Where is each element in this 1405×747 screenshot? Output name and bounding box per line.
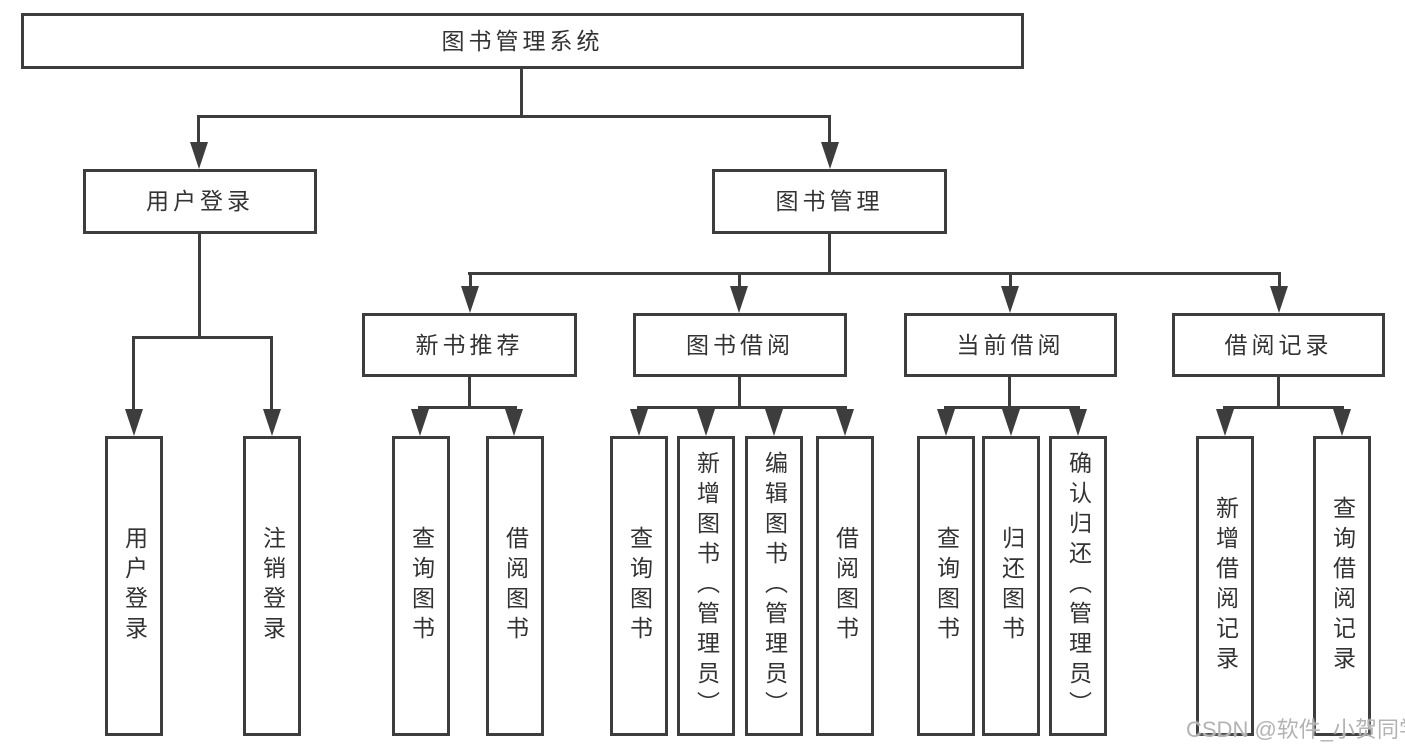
node-label: 用户登录 bbox=[146, 188, 254, 214]
connector-current-bus bbox=[944, 406, 1080, 409]
connector-level2-bus bbox=[197, 115, 831, 118]
node-label: 新增借阅记录 bbox=[1212, 496, 1239, 676]
connector-to-recommend bbox=[469, 272, 472, 288]
node-login: 用户登录 bbox=[105, 436, 163, 736]
csdn-watermark: CSDN @软件_小贺同学 bbox=[1186, 717, 1405, 742]
connector-to-logout-leaf bbox=[270, 336, 273, 410]
arrowhead-icon bbox=[411, 409, 429, 436]
node-label: 图书管理 bbox=[775, 188, 884, 214]
node-records-add-record: 新增借阅记录 bbox=[1196, 436, 1254, 736]
node-root-library-system: 图书管理系统 bbox=[21, 13, 1024, 69]
connector-to-current bbox=[1009, 272, 1012, 288]
arrowhead-icon bbox=[1001, 286, 1019, 313]
node-recommend-borrow-books: 借阅图书 bbox=[486, 436, 544, 736]
arrowhead-icon bbox=[937, 409, 955, 436]
node-borrow-query-books: 查询图书 bbox=[610, 436, 668, 736]
node-label: 注销登录 bbox=[259, 526, 286, 646]
node-book-management-branch: 图书管理 bbox=[712, 169, 947, 234]
connector-user-login-stem bbox=[198, 234, 201, 338]
node-label: 查询图书 bbox=[408, 526, 435, 646]
arrowhead-icon bbox=[630, 409, 648, 436]
connector-to-login-leaf bbox=[132, 336, 135, 410]
node-label: 查询图书 bbox=[933, 526, 960, 646]
arrowhead-icon bbox=[125, 409, 143, 436]
node-label: 归还图书 bbox=[998, 526, 1025, 646]
node-borrow-borrow-books: 借阅图书 bbox=[816, 436, 874, 736]
arrowhead-icon bbox=[1002, 409, 1020, 436]
node-current-query-books: 查询图书 bbox=[917, 436, 975, 736]
node-label: 编辑图书（管理员） bbox=[761, 451, 788, 721]
arrowhead-icon bbox=[461, 286, 479, 313]
node-label: 确认归还（管理员） bbox=[1065, 451, 1092, 721]
node-label: 当前借阅 bbox=[956, 331, 1065, 358]
arrowhead-icon bbox=[765, 409, 783, 436]
arrowhead-icon bbox=[505, 409, 523, 436]
node-label: 新增图书（管理员） bbox=[693, 451, 720, 721]
connector-level3-bus bbox=[468, 272, 1281, 275]
node-logout: 注销登录 bbox=[243, 436, 301, 736]
node-label: 查询借阅记录 bbox=[1329, 496, 1356, 676]
connector-root-stem bbox=[520, 68, 523, 117]
arrowhead-icon bbox=[821, 142, 839, 169]
connector-current-stem bbox=[1008, 377, 1011, 408]
node-borrow-add-books-admin: 新增图书（管理员） bbox=[677, 436, 735, 736]
arrowhead-icon bbox=[263, 409, 281, 436]
node-recommend-query-books: 查询图书 bbox=[392, 436, 450, 736]
arrowhead-icon bbox=[730, 286, 748, 313]
connector-recommend-stem bbox=[468, 377, 471, 408]
connector-borrow-bus bbox=[637, 406, 847, 409]
node-label: 新书推荐 bbox=[415, 331, 524, 358]
node-current-borrow: 当前借阅 bbox=[904, 313, 1117, 377]
node-label: 查询图书 bbox=[626, 526, 653, 646]
connector-recommend-bus bbox=[418, 406, 517, 409]
node-label: 图书借阅 bbox=[686, 331, 794, 358]
connector-book-management-stem bbox=[828, 234, 831, 275]
arrowhead-icon bbox=[697, 409, 715, 436]
node-borrow-records: 借阅记录 bbox=[1172, 313, 1385, 377]
connector-to-user-login bbox=[197, 115, 200, 144]
node-current-return-books: 归还图书 bbox=[982, 436, 1040, 736]
node-label: 借阅图书 bbox=[502, 526, 529, 646]
arrowhead-icon bbox=[1270, 286, 1288, 313]
arrowhead-icon bbox=[1069, 409, 1087, 436]
connector-user-login-bus bbox=[132, 336, 273, 339]
connector-to-borrow bbox=[738, 272, 741, 288]
connector-to-records bbox=[1278, 272, 1281, 288]
node-label: 借阅图书 bbox=[832, 526, 859, 646]
node-label: 用户登录 bbox=[121, 526, 148, 646]
connector-to-book-management bbox=[828, 115, 831, 144]
node-records-query-record: 查询借阅记录 bbox=[1313, 436, 1371, 736]
connector-records-bus bbox=[1223, 406, 1344, 409]
connector-borrow-stem bbox=[738, 377, 741, 408]
node-user-login-branch: 用户登录 bbox=[83, 169, 317, 234]
connector-records-stem bbox=[1277, 377, 1280, 408]
arrowhead-icon bbox=[1333, 409, 1351, 436]
node-current-confirm-return-admin: 确认归还（管理员） bbox=[1049, 436, 1107, 736]
arrowhead-icon bbox=[836, 409, 854, 436]
arrowhead-icon bbox=[1216, 409, 1234, 436]
node-label: 借阅记录 bbox=[1224, 331, 1333, 358]
node-label: 图书管理系统 bbox=[441, 27, 604, 54]
node-new-book-recommend: 新书推荐 bbox=[362, 313, 577, 377]
node-borrow-edit-books-admin: 编辑图书（管理员） bbox=[745, 436, 803, 736]
node-book-borrow: 图书借阅 bbox=[633, 313, 847, 377]
arrowhead-icon bbox=[190, 142, 208, 169]
